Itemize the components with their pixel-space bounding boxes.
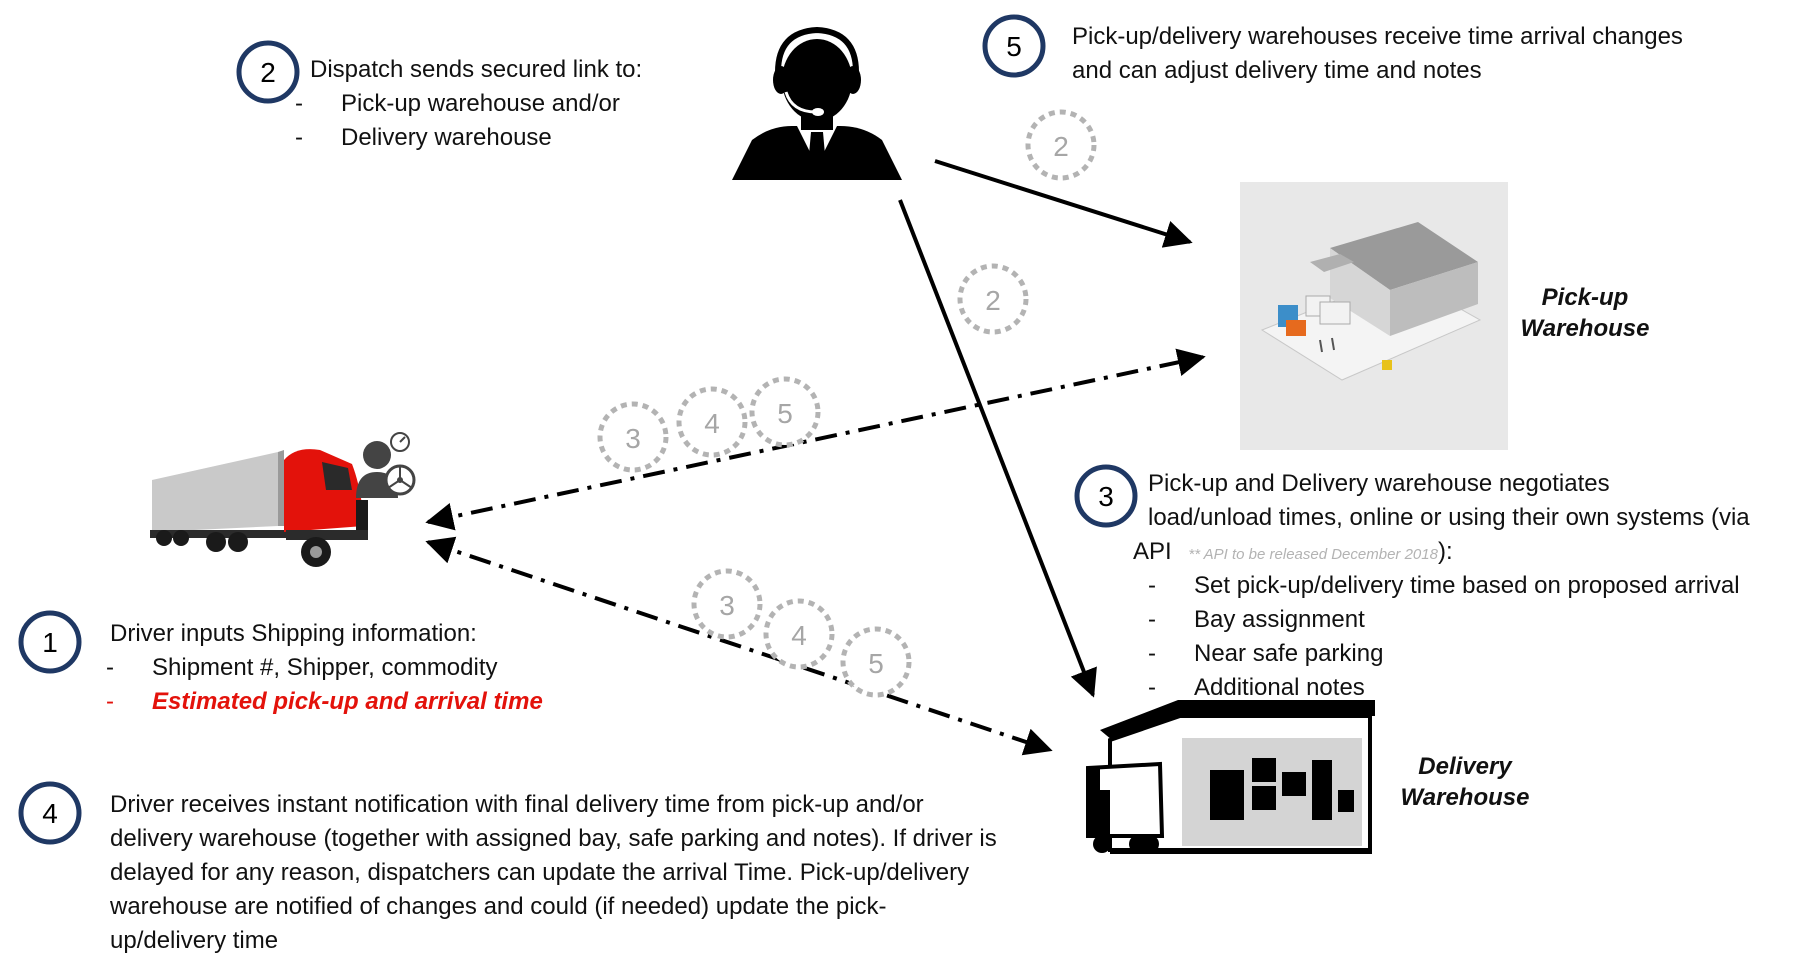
arrow-dispatch-to-pickup (934, 159, 1193, 248)
svg-text:5: 5 (868, 648, 884, 679)
pickup-warehouse-illustration (1240, 182, 1508, 450)
marker-dispatch-pickup: 2 (1025, 109, 1097, 181)
svg-text:5: 5 (1006, 31, 1022, 62)
headset-person-icon (732, 26, 902, 180)
svg-text:2: 2 (1053, 131, 1069, 162)
svg-text:4: 4 (704, 408, 720, 439)
marker-pickup-driver-4: 4 (676, 386, 748, 458)
marker-pickup-driver-5: 5 (749, 376, 821, 448)
step5-line: and can adjust delivery time and notes (1072, 57, 1482, 84)
arrow-driver-pickup-bidirectional (425, 348, 1206, 531)
step3-line1: Pick-up and Delivery warehouse negotiate… (1148, 470, 1610, 497)
step3-item: Near safe parking (1148, 637, 1740, 671)
step2-title: Dispatch sends secured link to: (310, 56, 643, 83)
marker-delivery-driver-5: 5 (840, 626, 912, 698)
step3-list: Set pick-up/delivery time based on propo… (1148, 569, 1740, 705)
marker-pickup-driver-3: 3 (597, 401, 669, 473)
step3-api-word: API (1133, 538, 1172, 565)
svg-text:3: 3 (1098, 481, 1114, 512)
step-circle-1: 1 (18, 610, 82, 674)
marker-delivery-driver-4: 4 (763, 598, 835, 670)
step1-text: Driver inputs Shipping information: (110, 617, 477, 651)
step3-item: Bay assignment (1148, 603, 1740, 637)
step2-item: Pick-up warehouse and/or (295, 87, 642, 121)
step4-text: Driver receives instant notification wit… (110, 788, 1070, 958)
step3-api-suffix: ): (1437, 538, 1453, 565)
step-circle-5: 5 (982, 14, 1046, 78)
marker-dispatch-delivery: 2 (957, 263, 1029, 335)
svg-text:4: 4 (42, 798, 58, 829)
step4-line: up/delivery time (110, 927, 279, 954)
step1-list: Shipment #, Shipper, commodity Estimated… (106, 651, 543, 719)
step3-api-line: API ** API to be released December 2018)… (1133, 535, 1453, 572)
arrow-driver-delivery-bidirectional (425, 536, 1053, 756)
step-circle-4: 4 (18, 781, 82, 845)
step-circle-2: 2 (236, 40, 300, 104)
step2-item: Delivery warehouse (295, 121, 642, 155)
svg-text:2: 2 (260, 57, 276, 88)
step3-item: Additional notes (1148, 671, 1740, 705)
step3-item: Set pick-up/delivery time based on propo… (1148, 569, 1740, 603)
pickup-warehouse-label: Pick-up Warehouse (1510, 282, 1660, 344)
step1-list-wrap: Shipment #, Shipper, commodity Estimated… (106, 651, 543, 719)
step4-line: delayed for any reason, dispatchers can … (110, 859, 970, 886)
api-release-note: ** API to be released December 2018 (1188, 546, 1438, 563)
svg-text:2: 2 (985, 285, 1001, 316)
step3-list-wrap: Set pick-up/delivery time based on propo… (1148, 569, 1740, 705)
step5-line: Pick-up/delivery warehouses receive time… (1072, 23, 1683, 50)
svg-text:5: 5 (777, 398, 793, 429)
svg-text:1: 1 (42, 627, 58, 658)
svg-text:3: 3 (719, 590, 735, 621)
driver-steering-wheel-icon (356, 432, 416, 498)
step2-text: Dispatch sends secured link to: Pick-up … (295, 53, 643, 155)
delivery-warehouse-label: Delivery Warehouse (1390, 751, 1540, 813)
step1-item: Shipment #, Shipper, commodity (106, 651, 543, 685)
step1-title: Driver inputs Shipping information: (110, 620, 477, 647)
step3-line2: load/unload times, online or using their… (1148, 504, 1750, 531)
marker-delivery-driver-3: 3 (691, 568, 763, 640)
pickup-label-line2: Warehouse (1520, 315, 1650, 342)
step4-line: Driver receives instant notification wit… (110, 791, 924, 818)
step-circle-3: 3 (1074, 464, 1138, 528)
svg-text:4: 4 (791, 620, 807, 651)
delivery-label-line2: Warehouse (1400, 784, 1530, 811)
pickup-label-line1: Pick-up (1541, 284, 1629, 311)
delivery-label-line1: Delivery (1418, 753, 1512, 780)
step5-text: Pick-up/delivery warehouses receive time… (1072, 20, 1683, 88)
red-truck-icon (150, 449, 368, 567)
delivery-warehouse-icon (1086, 700, 1375, 854)
svg-text:3: 3 (625, 423, 641, 454)
step3-text: Pick-up and Delivery warehouse negotiate… (1148, 467, 1610, 501)
step4-line: delivery warehouse (together with assign… (110, 825, 997, 852)
step1-highlight-item: Estimated pick-up and arrival time (106, 685, 543, 719)
step4-line: warehouse are notified of changes and co… (110, 893, 887, 920)
step2-list: Pick-up warehouse and/or Delivery wareho… (295, 87, 642, 155)
